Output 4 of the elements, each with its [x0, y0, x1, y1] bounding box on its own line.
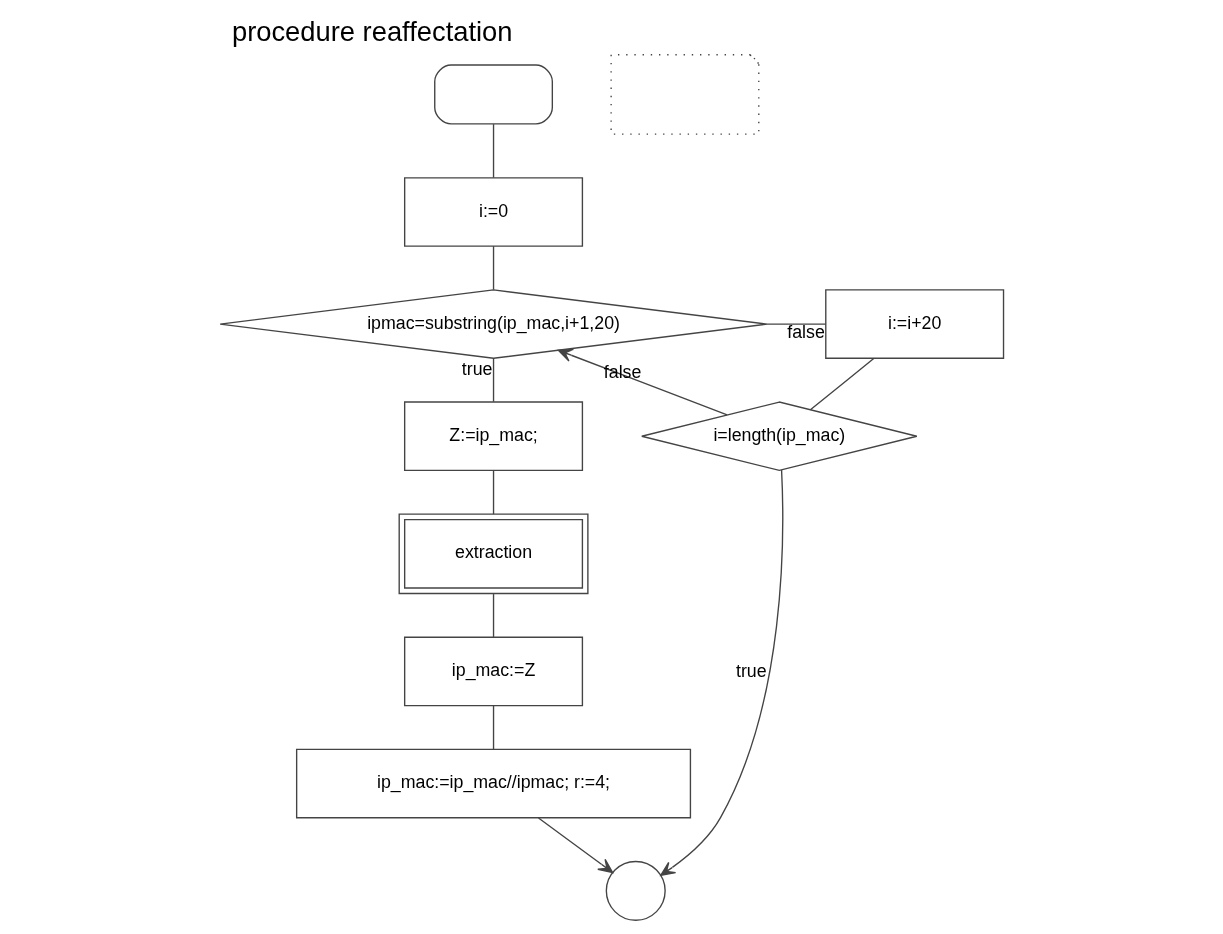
edge-label: false [786, 322, 825, 343]
edge-label: true [461, 359, 492, 380]
diagram-title: procedure reaffectation [231, 16, 513, 48]
edge-label: true [735, 661, 767, 682]
